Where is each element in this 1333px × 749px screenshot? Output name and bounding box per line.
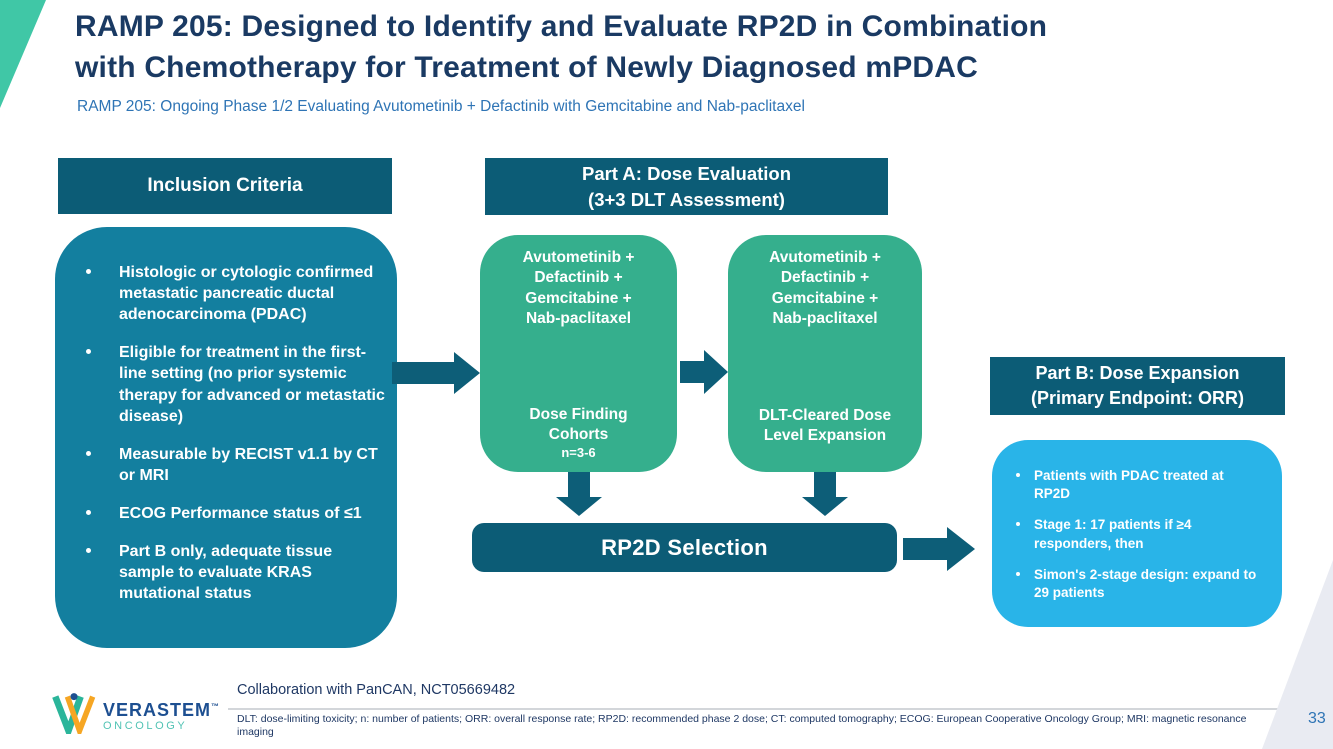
label-line: DLT-Cleared Dose (758, 406, 892, 424)
list-item-text: Eligible for treatment in the first-line… (119, 344, 385, 425)
page-number: 33 (1308, 710, 1326, 727)
arrow-right-icon (680, 350, 728, 394)
abbreviations-note: DLT: dose-limiting toxicity; n: number o… (237, 713, 1247, 738)
bullet-dot-icon (86, 450, 91, 456)
bullet-dot-icon (1016, 473, 1020, 477)
list-item: ECOG Performance status of ≤1 (77, 503, 385, 524)
arrow-right-icon (903, 527, 975, 571)
bullet-dot-icon (1016, 522, 1020, 527)
bullet-dot-icon (86, 269, 91, 274)
rp2d-selection-label: RP2D Selection (601, 534, 768, 560)
part-b-header-line1: Part B: Dose Expansion (1035, 363, 1240, 384)
combo-line: Defactinib + (534, 269, 623, 287)
list-item-text: Measurable by RECIST v1.1 by CT or MRI (119, 445, 378, 484)
combo-line: Nab-paclitaxel (525, 309, 632, 327)
logo-secondary-text: ONCOLOGY (103, 719, 188, 732)
combo-line: Nab-paclitaxel (772, 309, 878, 327)
inclusion-criteria-header-label: Inclusion Criteria (147, 174, 303, 196)
list-item-text: Stage 1: 17 patients if ≥4 responders, t… (1034, 517, 1192, 551)
slide-title-line1: RAMP 205: Designed to Identify and Evalu… (75, 10, 1048, 43)
slide-title-line2: with Chemotherapy for Treatment of Newly… (75, 51, 978, 84)
part-b-box: Patients with PDAC treated at RP2D Stage… (992, 440, 1282, 627)
slide-title: RAMP 205: Designed to Identify and Evalu… (75, 6, 1325, 88)
inclusion-criteria-list: Histologic or cytologic confirmed metast… (55, 227, 397, 604)
list-item: Eligible for treatment in the first-line… (77, 342, 385, 426)
bullet-dot-icon (86, 349, 91, 355)
logo-primary-text: VERASTEM™ (103, 699, 221, 720)
label-line: Cohorts (548, 425, 609, 443)
list-item-text: Part B only, adequate tissue sample to e… (119, 543, 333, 603)
verastem-logo-icon (52, 690, 96, 741)
bullet-dot-icon (86, 509, 91, 515)
combo-line: Defactinib + (780, 269, 870, 287)
list-item-text: Patients with PDAC treated at RP2D (1034, 468, 1224, 502)
list-item: Simon's 2-stage design: expand to 29 pat… (1010, 566, 1262, 602)
list-item: Part B only, adequate tissue sample to e… (77, 541, 385, 604)
drug-combination-text: Avutometinib + Defactinib + Gemcitabine … (523, 235, 635, 329)
combo-line: Avutometinib + (522, 249, 635, 266)
label-line: Level Expansion (763, 426, 887, 444)
list-item-text: Simon's 2-stage design: expand to 29 pat… (1034, 566, 1257, 601)
inclusion-criteria-header: Inclusion Criteria (58, 158, 392, 214)
bullet-dot-icon (86, 548, 91, 554)
arrow-down-icon (802, 472, 848, 516)
drug-combination-text: Avutometinib + Defactinib + Gemcitabine … (769, 235, 881, 329)
dlt-expansion-label: DLT-Cleared Dose Level Expansion (759, 406, 891, 472)
list-item-text: Histologic or cytologic confirmed metast… (119, 264, 374, 324)
part-b-header: Part B: Dose Expansion (Primary Endpoint… (990, 357, 1285, 415)
inclusion-criteria-box: Histologic or cytologic confirmed metast… (55, 227, 397, 648)
combo-line: Gemcitabine + (525, 289, 632, 307)
slide-subtitle: RAMP 205: Ongoing Phase 1/2 Evaluating A… (77, 98, 805, 115)
corner-decoration-top-left (0, 0, 46, 108)
cohort-size-label: n=3-6 (561, 445, 596, 461)
list-item: Stage 1: 17 patients if ≥4 responders, t… (1010, 516, 1262, 552)
verastem-logo: VERASTEM™ ONCOLOGY (52, 690, 220, 741)
list-item-text: ECOG Performance status of ≤1 (119, 504, 362, 522)
collaboration-note: Collaboration with PanCAN, NCT05669482 (237, 682, 516, 698)
footer-divider (228, 708, 1313, 710)
trademark-symbol: ™ (211, 701, 221, 711)
part-b-list: Patients with PDAC treated at RP2D Stage… (992, 440, 1282, 602)
label-line: Dose Finding (529, 405, 628, 423)
part-b-header-line2: (Primary Endpoint: ORR) (1030, 388, 1244, 408)
list-item: Measurable by RECIST v1.1 by CT or MRI (77, 444, 385, 486)
dose-finding-box: Avutometinib + Defactinib + Gemcitabine … (480, 235, 677, 472)
dlt-expansion-box: Avutometinib + Defactinib + Gemcitabine … (728, 235, 922, 472)
arrow-right-icon (392, 352, 480, 394)
combo-line: Avutometinib + (769, 249, 881, 266)
list-item: Patients with PDAC treated at RP2D (1010, 467, 1262, 503)
rp2d-selection-box: RP2D Selection (472, 523, 897, 572)
part-a-header: Part A: Dose Evaluation (3+3 DLT Assessm… (485, 158, 888, 215)
list-item: Histologic or cytologic confirmed metast… (77, 262, 385, 325)
part-a-header-line2: (3+3 DLT Assessment) (588, 188, 785, 210)
dose-finding-label: Dose Finding Cohorts n=3-6 (529, 405, 627, 472)
arrow-down-icon (556, 472, 602, 516)
part-a-header-line1: Part A: Dose Evaluation (581, 162, 792, 184)
logo-wordmark: VERASTEM™ ONCOLOGY (103, 697, 220, 733)
combo-line: Gemcitabine + (771, 289, 879, 307)
bullet-dot-icon (1016, 571, 1020, 576)
